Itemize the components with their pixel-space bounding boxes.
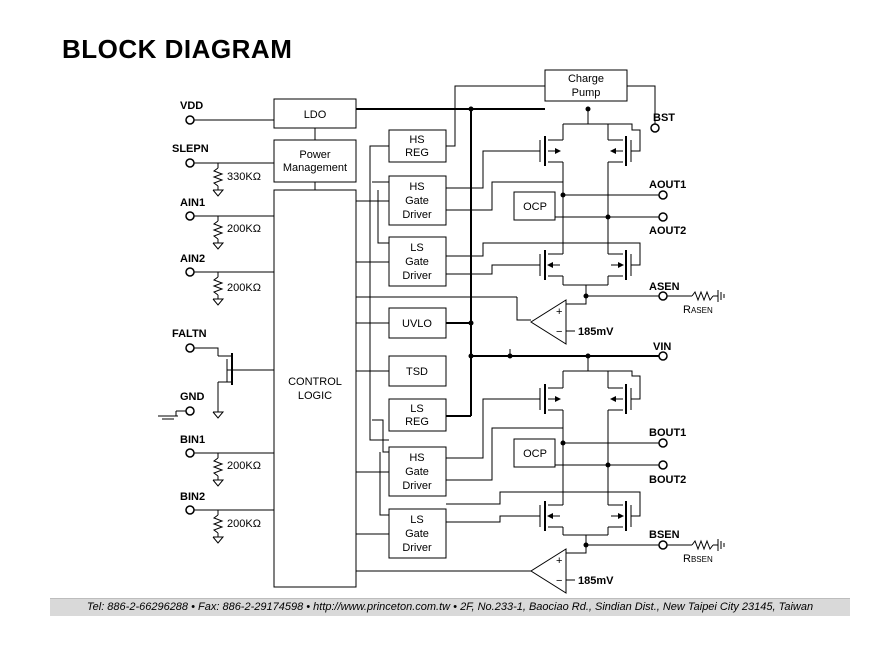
resistor-bin2-value: 200KΩ	[227, 518, 261, 530]
ldo-label: LDO	[304, 109, 327, 121]
comparator-b-minus: −	[556, 575, 562, 587]
power-rails: VIN	[356, 106, 671, 417]
ls-gd-a-line3: Driver	[402, 270, 432, 282]
resistor-ain1-value: 200KΩ	[227, 223, 261, 235]
pin-vdd-label: VDD	[180, 100, 203, 112]
ls-reg-line2: REG	[405, 416, 429, 428]
ls-gate-driver-a-block: LS Gate Driver	[388, 236, 447, 287]
charge-pump-line1: Charge	[568, 73, 604, 85]
ocp-b-label: OCP	[523, 448, 547, 460]
pin-vdd: VDD	[180, 100, 274, 125]
resistor-bin1: 200KΩ	[212, 453, 261, 487]
control-logic-block: CONTROL LOGIC	[273, 189, 357, 588]
pin-bin1: BIN1	[180, 434, 274, 458]
hs-gd-a-line1: HS	[409, 181, 424, 193]
footer-contact: Tel: 886-2-66296288 • Fax: 886-2-2917459…	[50, 598, 850, 616]
power-mgmt-line1: Power	[299, 149, 331, 161]
pin-ain2-label: AIN2	[180, 253, 205, 265]
comparator-a: + − 185mV	[530, 299, 614, 345]
tsd-label: TSD	[406, 366, 428, 378]
comparator-b: + − 185mV	[530, 548, 614, 594]
hs-reg-line1: HS	[409, 134, 424, 146]
comparator-b-ref: 185mV	[578, 575, 614, 587]
hs-gate-driver-a-block: HS Gate Driver	[388, 175, 447, 226]
charge-pump-block: Charge Pump	[544, 69, 628, 102]
pin-bin1-label: BIN1	[180, 434, 205, 446]
ls-gd-b-line1: LS	[410, 514, 423, 526]
rasen-label: RASEN	[683, 304, 713, 316]
hs-gd-b-line2: Gate	[405, 466, 429, 478]
pin-faltn: FALTN	[172, 328, 219, 356]
ocp-a-label: OCP	[523, 201, 547, 213]
pin-bout1-label: BOUT1	[649, 427, 686, 439]
pin-slepn-label: SLEPN	[172, 143, 209, 155]
resistor-bin1-value: 200KΩ	[227, 460, 261, 472]
pin-ain1-label: AIN1	[180, 197, 205, 209]
h-bridge-b: BOUT1 BOUT2 OCP BSEN	[446, 370, 725, 565]
pin-asen-label: ASEN	[649, 281, 680, 293]
comparator-a-plus: +	[556, 306, 562, 318]
ocp-b-block	[513, 438, 556, 468]
resistor-slepn-value: 330KΩ	[227, 171, 261, 183]
power-mgmt-line2: Management	[283, 162, 347, 174]
hs-gd-a-line3: Driver	[402, 209, 432, 221]
pin-ain1: AIN1	[180, 197, 274, 221]
ls-reg-line1: LS	[410, 403, 423, 415]
charge-pump-line2: Pump	[572, 87, 601, 99]
power-management-block: Power Management	[273, 139, 357, 183]
ls-gate-driver-b-block: LS Gate Driver	[388, 508, 447, 559]
tsd-block: TSD	[388, 355, 447, 387]
ls-gd-a-line2: Gate	[405, 256, 429, 268]
pin-aout1-label: AOUT1	[649, 179, 686, 191]
resistor-ain2-value: 200KΩ	[227, 282, 261, 294]
comparator-a-minus: −	[556, 326, 562, 338]
resistor-ain2: 200KΩ	[212, 272, 261, 306]
resistor-bin2: 200KΩ	[212, 510, 261, 544]
control-buses	[356, 145, 531, 572]
resistor-slepn: 330KΩ	[212, 163, 261, 197]
pin-ain2: AIN2	[180, 253, 274, 277]
h-bridge-a: AOUT1 AOUT2 OCP ASEN	[446, 123, 725, 316]
control-logic-line1: CONTROL	[288, 376, 342, 388]
pin-vin-label: VIN	[653, 341, 671, 353]
ls-reg-block: LS REG	[388, 398, 447, 432]
control-logic-line2: LOGIC	[298, 390, 332, 402]
ls-gd-b-line2: Gate	[405, 528, 429, 540]
pin-slepn: SLEPN	[172, 143, 274, 168]
pin-bsen-label: BSEN	[649, 529, 680, 541]
hs-gd-a-line2: Gate	[405, 195, 429, 207]
comparator-a-ref: 185mV	[578, 326, 614, 338]
ldo-block: LDO	[273, 98, 357, 129]
pin-faltn-label: FALTN	[172, 328, 207, 340]
uvlo-label: UVLO	[402, 318, 432, 330]
ocp-a-block	[513, 191, 556, 221]
pin-bst-label: BST	[653, 112, 675, 124]
pin-bin2-label: BIN2	[180, 491, 205, 503]
hs-gd-b-line1: HS	[409, 452, 424, 464]
hs-reg-line2: REG	[405, 147, 429, 159]
rbsen-label: RBSEN	[683, 553, 713, 565]
resistor-ain1: 200KΩ	[212, 216, 261, 250]
comparator-b-plus: +	[556, 555, 562, 567]
ls-gd-b-line3: Driver	[402, 542, 432, 554]
pin-gnd-label: GND	[180, 391, 205, 403]
hs-reg-block: HS REG	[388, 129, 447, 163]
pin-aout2-label: AOUT2	[649, 225, 686, 237]
pin-bin2: BIN2	[180, 491, 274, 515]
hs-gd-b-line3: Driver	[402, 480, 432, 492]
pin-gnd: GND	[158, 391, 205, 420]
page-title: BLOCK DIAGRAM	[62, 34, 293, 64]
hs-gate-driver-b-block: HS Gate Driver	[388, 446, 447, 497]
ls-gd-a-line1: LS	[410, 242, 423, 254]
uvlo-block: UVLO	[388, 307, 447, 339]
faltn-transistor	[212, 353, 274, 419]
pin-bout2-label: BOUT2	[649, 474, 686, 486]
